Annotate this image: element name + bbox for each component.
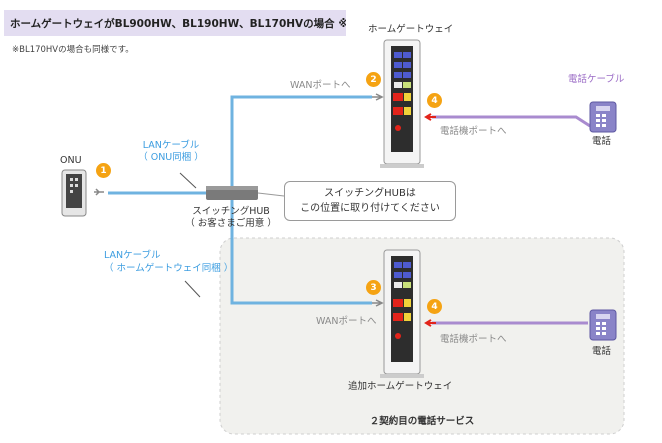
- home-gateway-bottom-icon: [372, 249, 436, 378]
- step-badge-3: 3: [366, 280, 381, 295]
- hgw-bottom-label: 追加ホームゲートウェイ: [348, 381, 453, 392]
- callout-line2: この位置に取り付けてください: [300, 203, 440, 214]
- lan-onu-label-line2: （ ONU同梱 ）: [138, 152, 204, 163]
- phone-top-icon: [589, 101, 617, 133]
- step-badge-2: 2: [366, 72, 381, 87]
- onu-icon: [61, 169, 104, 217]
- phone-cable-top: [432, 115, 591, 128]
- phone-top-label: 電話: [592, 136, 612, 147]
- lan-cable-hgw-bottom: [230, 197, 372, 305]
- second-contract-label: ２契約目の電話サービス: [369, 416, 475, 427]
- lan-hgw-label-line2: （ ホームゲートウェイ同梱 ）: [104, 263, 234, 274]
- step-badge-1: 1: [96, 163, 111, 178]
- step-badge-4-bottom: 4: [427, 299, 442, 314]
- lan-cable-hgw-top: [230, 95, 372, 193]
- phone-bottom-icon: [589, 309, 617, 341]
- lan-hgw-label-line1: LANケーブル: [104, 250, 161, 261]
- wan-port-bottom-label: WANポートへ: [316, 316, 377, 327]
- phone-cable-label: 電話ケーブル: [568, 74, 625, 85]
- phone-port-bottom-label: 電話機ポートへ: [440, 334, 507, 345]
- note-text: ※BL170HVの場合も同様です。: [12, 45, 134, 55]
- onu-label: ONU: [60, 155, 82, 166]
- hgw-top-label: ホームゲートウェイ: [368, 24, 454, 35]
- hub-placement-callout: スイッチングHUBは この位置に取り付けてください: [284, 181, 456, 221]
- step-badge-4-top: 4: [427, 93, 442, 108]
- phone-port-top-label: 電話機ポートへ: [440, 126, 507, 137]
- phone-bottom-label: 電話: [592, 346, 612, 357]
- switch-hub-label-line1: スイッチングHUB: [192, 206, 270, 217]
- home-gateway-top-icon: [372, 39, 436, 168]
- switch-hub-label-line2: （ お客さまご用意 ）: [185, 218, 277, 229]
- callout-line1: スイッチングHUBは: [324, 188, 416, 199]
- second-contract-area: [219, 237, 625, 435]
- page-title: ホームゲートウェイがBL900HW、BL190HW、BL170HVの場合 ※: [4, 10, 346, 36]
- lan-onu-label-line1: LANケーブル: [142, 140, 200, 151]
- wan-port-top-label: WANポートへ: [290, 80, 351, 91]
- switching-hub-icon: [206, 186, 258, 200]
